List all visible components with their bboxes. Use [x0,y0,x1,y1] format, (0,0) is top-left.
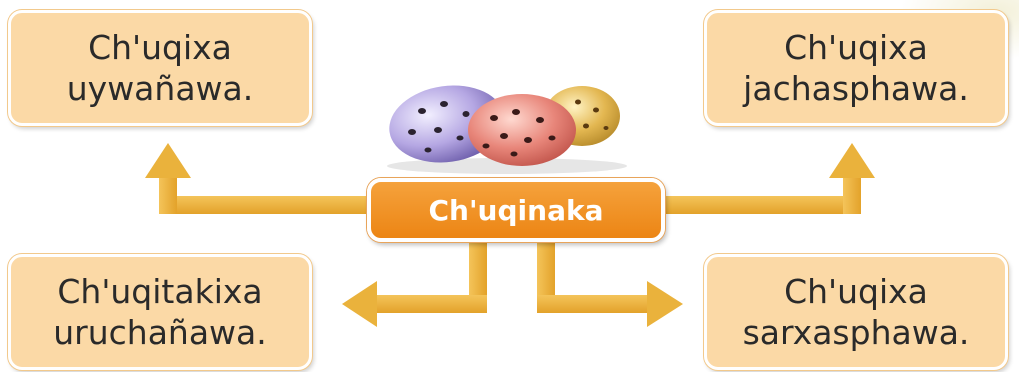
box-top-right-line2: jachasphawa. [743,69,969,108]
potatoes-illustration [387,85,627,174]
box-top-right-line1: Ch'uqixa [784,28,928,67]
arrow-to-top-right [655,143,875,214]
box-top-left: Ch'uqixa uywañawa. [8,10,312,126]
box-bottom-left-line2: uruchañawa. [53,313,267,352]
box-bottom-left-line1: Ch'uqitakixa [57,272,263,311]
arrow-to-top-left [145,143,378,214]
box-top-right: Ch'uqixa jachasphawa. [704,10,1008,126]
center-label: Ch'uqinaka [428,193,604,227]
box-bottom-left: Ch'uqitakixa uruchañawa. [8,254,312,370]
arrow-to-bottom-left [342,240,487,327]
box-bottom-right-line1: Ch'uqixa [784,272,928,311]
arrow-to-bottom-right [537,240,683,327]
box-top-left-line1: Ch'uqixa [88,28,232,67]
box-top-left-line2: uywañawa. [66,69,254,108]
box-bottom-right: Ch'uqixa sarxasphawa. [704,254,1008,370]
center-node: Ch'uqinaka [367,178,665,242]
box-bottom-right-line2: sarxasphawa. [742,313,970,352]
